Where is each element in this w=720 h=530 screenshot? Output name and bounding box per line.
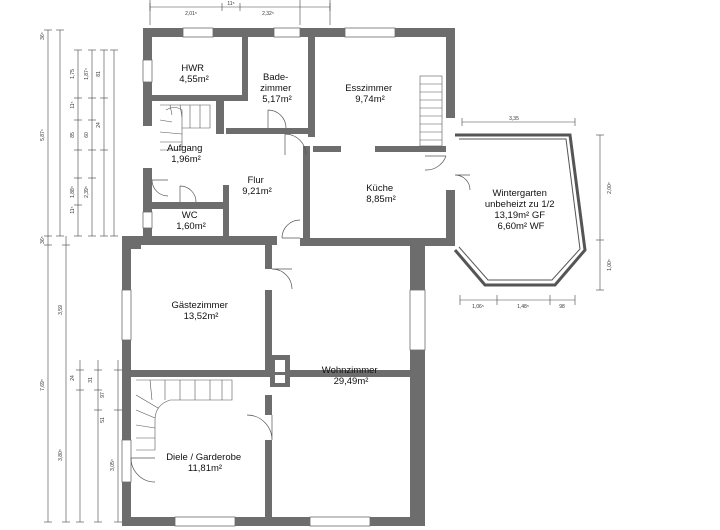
dim-left-small-9: 97 — [100, 392, 106, 398]
dim-left-small-7: 24 — [70, 375, 76, 381]
room-gaestezimmer: Gästezimmer 13,52m² — [171, 300, 230, 322]
dim-top-1: 2,01⁵ — [185, 11, 197, 17]
dim-top-3: 2,32⁵ — [262, 11, 274, 17]
dimension-lines-top — [149, 0, 331, 25]
dim-left-inner-6: 3,05⁵ — [110, 459, 116, 471]
dim-wg-right-2: 1,00⁵ — [607, 259, 613, 271]
staircase-upper — [419, 75, 443, 147]
dimension-labels: 2,01⁵ 11⁵ 2,32⁵ 3,35 2,00⁵ 1,00⁵ 1,06⁵ 1… — [40, 1, 613, 471]
dim-left-inner-3: 81 — [96, 71, 102, 77]
chimney — [270, 355, 290, 387]
wintergarten-outline — [453, 133, 587, 287]
room-wohnzimmer: Wohnzimmer 29,49m² — [322, 365, 380, 387]
room-esszimmer: Esszimmer 9,74m² — [345, 83, 395, 105]
dim-wg-top: 3,35 — [509, 116, 519, 122]
dim-left-inner-4: 1,88⁵ — [70, 186, 76, 198]
dim-wg-bottom-2: 1,48⁵ — [517, 304, 529, 310]
room-diele-garderobe: Diele / Garderobe 11,81m² — [166, 452, 244, 474]
dimension-lines-left — [44, 29, 122, 523]
dim-left-small-6: 11⁵ — [70, 206, 76, 213]
dimension-lines-wintergarten — [459, 118, 604, 305]
inner-walls — [131, 37, 446, 520]
room-wintergarten: Wintergarten unbeheizt zu 1/2 13,19m² GF… — [485, 188, 557, 232]
dim-left-inner-1: 1,75 — [70, 69, 76, 79]
room-flur: Flur 9,21m² — [242, 175, 272, 197]
dim-left-small-1: 36⁵ — [40, 32, 46, 40]
dim-left-small-8: 31 — [88, 377, 94, 383]
staircase-diele — [135, 379, 233, 451]
dim-left-small-10: 51 — [100, 417, 106, 423]
doors — [130, 109, 471, 483]
dim-left-small-2: 11⁵ — [70, 101, 76, 108]
dim-left-inner-2: 1,87⁵ — [84, 68, 90, 80]
room-kueche: Küche 8,85m² — [366, 183, 396, 205]
dim-wg-bottom-3: 98 — [559, 304, 565, 310]
room-wc: WC 1,60m² — [176, 210, 206, 232]
room-aufgang: Aufgang 1,96m² — [167, 143, 205, 165]
dim-left-mid-1: 3,59 — [58, 305, 64, 315]
room-badezimmer: Bade- zimmer 5,17m² — [260, 72, 294, 105]
dim-top-2: 11⁵ — [227, 1, 234, 7]
dim-left-outer-2: 36⁵ — [40, 236, 46, 244]
dim-left-inner-5: 2,39⁵ — [84, 186, 90, 198]
room-hwr: HWR 4,55m² — [179, 63, 209, 85]
dim-left-small-3: 24 — [96, 122, 102, 128]
dim-left-small-5: 60 — [84, 132, 90, 138]
dim-wg-right-1: 2,00⁵ — [607, 182, 613, 194]
dim-left-outer-3: 7,69⁵ — [40, 379, 46, 391]
dim-left-mid-2: 3,80⁵ — [58, 449, 64, 461]
dim-wg-bottom-1: 1,06⁵ — [472, 304, 484, 310]
dim-left-small-4: 85 — [70, 132, 76, 138]
dim-left-outer-1: 5,87⁵ — [40, 129, 46, 141]
staircase-aufgang — [159, 104, 211, 151]
room-labels: HWR 4,55m² Bade- zimmer 5,17m² Esszimmer… — [166, 63, 557, 474]
